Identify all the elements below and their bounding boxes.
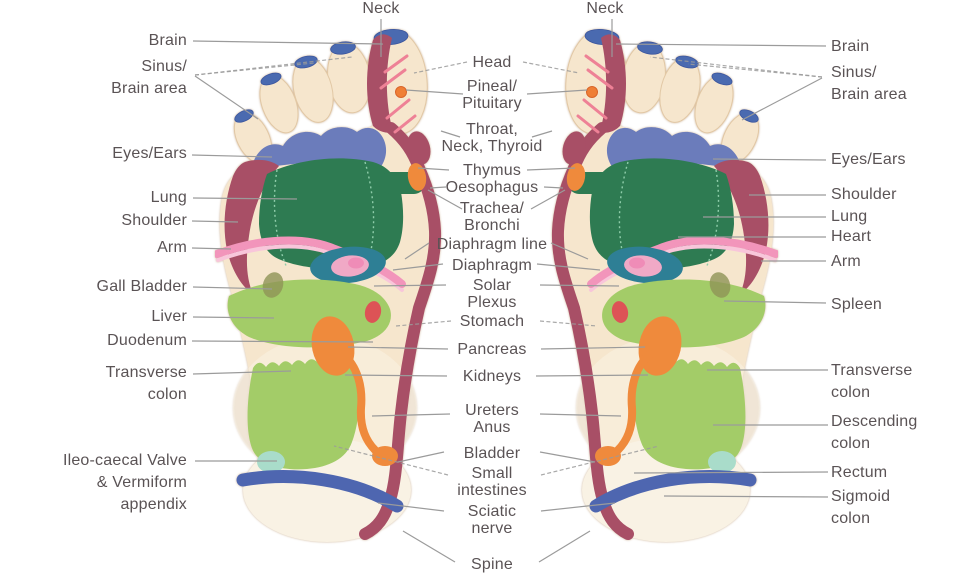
label-solar-plexus: Solar Plexus <box>467 277 517 311</box>
label-right-brain: Brain <box>831 38 870 55</box>
label-right-arm: Arm <box>831 253 861 270</box>
label-neck-left: Neck <box>362 0 400 17</box>
label-diaphragm: Diaphragm <box>451 257 533 274</box>
label-sciatic-nerve: Sciatic nerve <box>467 503 517 537</box>
label-right-spleen: Spleen <box>831 296 883 313</box>
label-left-transverse-colon: Transverse colon <box>105 364 187 403</box>
label-neck-right: Neck <box>586 0 624 17</box>
label-left-arm: Arm <box>157 239 187 256</box>
label-left-ileo-caecal: Ileo-caecal Valve & Vermiform appendix <box>62 452 187 513</box>
label-stomach: Stomach <box>459 313 525 330</box>
label-head: Head <box>472 54 512 71</box>
label-left-liver: Liver <box>151 308 187 325</box>
label-right-heart: Heart <box>831 228 872 245</box>
label-small-intestines: Small intestines <box>457 465 527 499</box>
label-diaphragm-line: Diaphragm line <box>436 236 548 253</box>
label-right-descending-colon: Descending colon <box>831 413 918 452</box>
label-throat-neck-thyroid: Throat, Neck, Thyroid <box>441 121 543 155</box>
label-left-duodenum: Duodenum <box>107 332 187 349</box>
label-thymus: Thymus <box>462 162 522 179</box>
label-left-lung: Lung <box>150 189 187 206</box>
label-ureters-anus: Ureters Anus <box>465 402 519 436</box>
label-right-sinus-brain-area: Sinus/ Brain area <box>831 64 907 103</box>
label-spine: Spine <box>471 556 513 573</box>
label-left-gall-bladder: Gall Bladder <box>96 278 187 295</box>
label-kidneys: Kidneys <box>462 368 522 385</box>
label-right-eyes-ears: Eyes/Ears <box>831 151 906 168</box>
label-left-brain: Brain <box>148 32 187 49</box>
label-oesophagus: Oesophagus <box>445 179 539 196</box>
label-right-sigmoid-colon: Sigmoid colon <box>831 488 891 527</box>
label-bladder: Bladder <box>463 445 521 462</box>
label-right-rectum: Rectum <box>831 464 888 481</box>
label-left-sinus-brain-area: Sinus/ Brain area <box>111 58 187 97</box>
label-pancreas: Pancreas <box>457 341 527 358</box>
label-right-lung: Lung <box>831 208 868 225</box>
label-right-transverse-colon: Transverse colon <box>831 362 913 401</box>
label-left-eyes-ears: Eyes/Ears <box>112 145 187 162</box>
label-right-shoulder: Shoulder <box>831 186 897 203</box>
label-trachea-bronchi: Trachea/ Bronchi <box>459 200 525 234</box>
label-left-shoulder: Shoulder <box>121 212 187 229</box>
label-pineal-pituitary: Pineal/ Pituitary <box>462 78 522 112</box>
